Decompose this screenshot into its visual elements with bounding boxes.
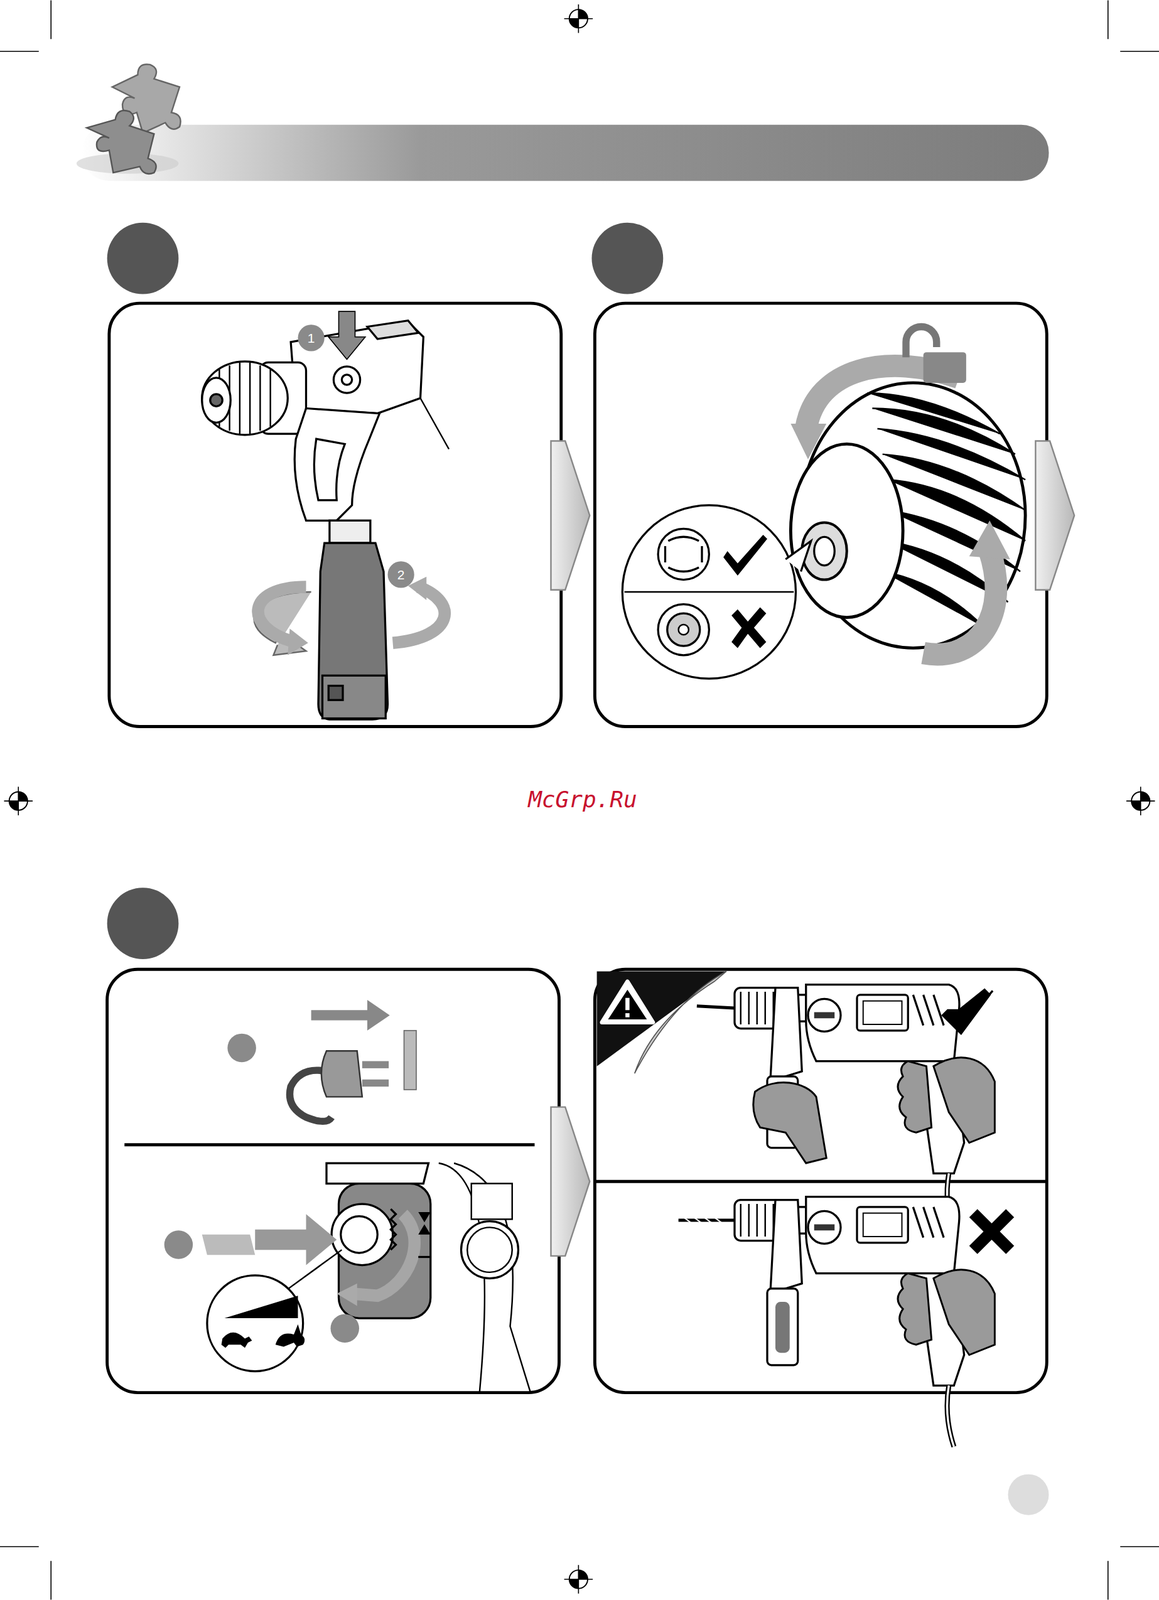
callout-number: 2 [397,567,405,581]
watermark: McGrp.Ru [528,788,637,812]
callout-number: 1 [307,330,316,345]
